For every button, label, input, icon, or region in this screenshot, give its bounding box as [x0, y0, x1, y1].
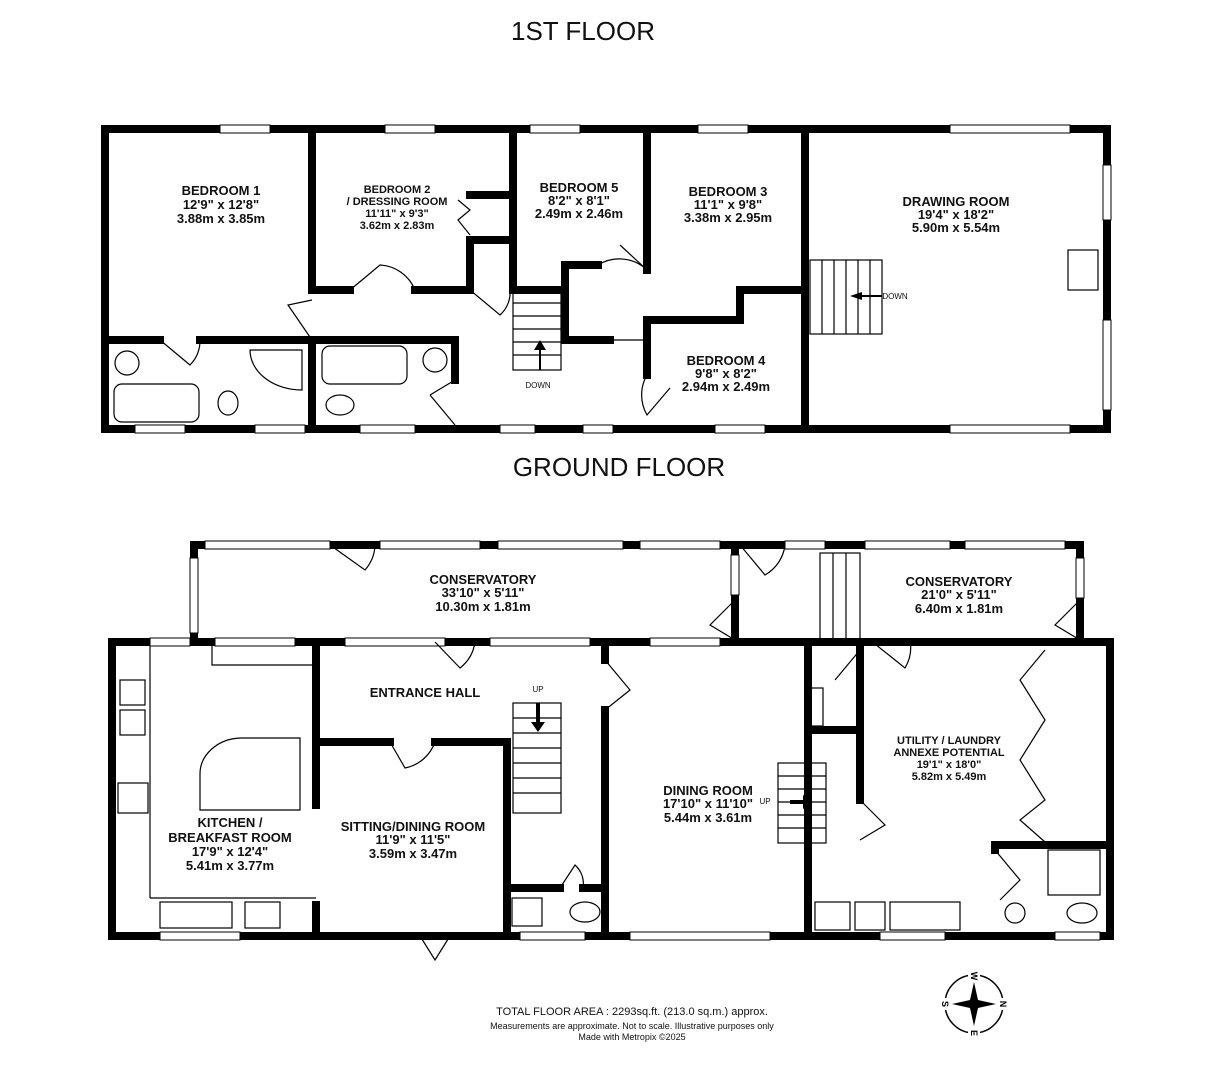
first-floor-plan: DOWN DOWN BEDROOM 1 12'9" x 12'8" 3.88m … [101, 124, 1112, 434]
room-size-metric: 3.38m x 2.95m [684, 210, 772, 225]
room-size-metric: 3.62m x 2.83m [360, 220, 435, 232]
credit: Made with Metropix ©2025 [578, 1032, 685, 1042]
room-name: CONSERVATORY [906, 574, 1013, 589]
room-size-metric: 5.44m x 3.61m [664, 810, 752, 825]
stair-label: DOWN [525, 381, 551, 390]
stair-arrow-icon [790, 795, 813, 809]
stair-label: DOWN [882, 292, 908, 301]
stair-label: UP [532, 685, 543, 694]
room-size-imperial: 19'1" x 18'0" [917, 759, 982, 771]
room-size-imperial: 19'4" x 18'2" [918, 207, 994, 222]
room-name: BEDROOM 2 [364, 184, 431, 196]
room-name: ENTRANCE HALL [370, 685, 481, 700]
compass-north: N [998, 1001, 1008, 1008]
room-name: CONSERVATORY [430, 572, 537, 587]
room-size-metric: 5.41m x 3.77m [186, 858, 274, 873]
room-name: DRAWING ROOM [903, 194, 1010, 209]
room-name: ANNEXE POTENTIAL [893, 747, 1005, 759]
room-size-metric: 5.82m x 5.49m [912, 771, 987, 783]
room-name: BEDROOM 3 [689, 184, 768, 199]
room-size-imperial: 12'9" x 12'8" [183, 197, 259, 212]
room-size-imperial: 11'11" x 9'3" [365, 208, 428, 220]
room-name: UTILITY / LAUNDRY [897, 735, 1002, 747]
bathroom-fixtures [113, 345, 448, 423]
room-size-metric: 3.59m x 3.47m [369, 846, 457, 861]
room-size-imperial: 11'1" x 9'8" [694, 197, 762, 212]
ground-floor-title: GROUND FLOOR [513, 452, 725, 482]
first-floor-title: 1ST FLOOR [511, 16, 655, 46]
room-size-imperial: 21'0" x 5'11" [921, 587, 997, 602]
room-size-metric: 2.49m x 2.46m [535, 206, 623, 221]
compass-west: W [969, 972, 979, 981]
room-name: BEDROOM 5 [540, 180, 619, 195]
compass-icon: W N E S [940, 970, 1008, 1038]
room-size-metric: 3.88m x 3.85m [177, 211, 265, 226]
room-size-imperial: 17'10" x 11'10" [663, 796, 753, 811]
room-size-imperial: 8'2" x 8'1" [548, 193, 610, 208]
room-name: DINING ROOM [663, 783, 753, 798]
stair-arrow-icon [850, 292, 882, 300]
room-name: BREAKFAST ROOM [168, 830, 292, 845]
room-name: SITTING/DINING ROOM [341, 819, 485, 834]
stair-arrow-icon [531, 703, 545, 732]
fireplace-icon [1067, 249, 1099, 291]
disclaimer: Measurements are approximate. Not to sca… [490, 1021, 774, 1031]
room-name: KITCHEN / [198, 815, 263, 830]
room-size-imperial: 11'9" x 11'5" [376, 832, 451, 847]
ground-floor-plan: UP UP CONSERVATORY [108, 540, 1114, 962]
room-size-metric: 5.90m x 5.54m [912, 220, 1000, 235]
room-size-imperial: 9'8" x 8'2" [695, 366, 757, 381]
compass-south: S [940, 1001, 950, 1007]
room-size-metric: 10.30m x 1.81m [435, 599, 530, 614]
compass-east: E [969, 1030, 979, 1036]
stair-arrow-icon [534, 340, 546, 370]
room-size-imperial: 17'9" x 12'4" [192, 844, 268, 859]
kitchen-fixtures [117, 646, 1101, 931]
room-size-metric: 6.40m x 1.81m [915, 601, 1003, 616]
room-size-metric: 2.94m x 2.49m [682, 379, 770, 394]
room-size-imperial: 33'10" x 5'11" [442, 585, 525, 600]
room-name: BEDROOM 4 [687, 353, 767, 368]
room-name: / DRESSING ROOM [347, 196, 448, 208]
room-name: BEDROOM 1 [182, 183, 261, 198]
total-floor-area: TOTAL FLOOR AREA : 2293sq.ft. (213.0 sq.… [496, 1006, 768, 1018]
stair-label: UP [759, 797, 770, 806]
